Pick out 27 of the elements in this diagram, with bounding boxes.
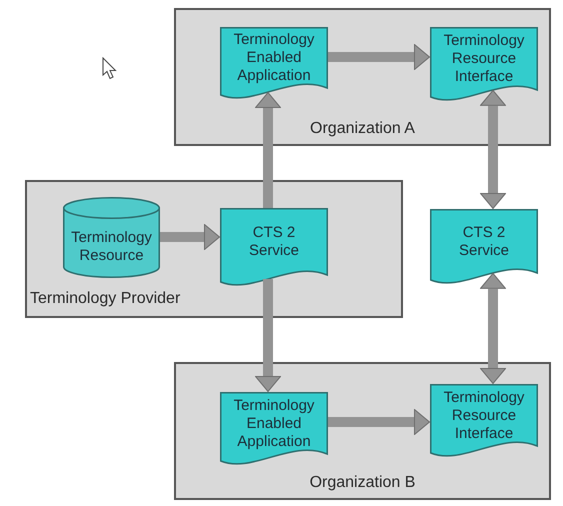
group-panel xyxy=(174,362,551,500)
group-label: Organization B xyxy=(310,473,416,493)
node-label: Terminology Enabled Application xyxy=(232,31,316,85)
block-arrow xyxy=(328,409,430,435)
block-arrow xyxy=(255,92,281,208)
node-label: CTS 2 Service xyxy=(248,224,300,260)
block-arrow xyxy=(480,90,506,209)
node-label: CTS 2 Service xyxy=(458,224,510,260)
block-arrow xyxy=(255,279,281,392)
node-label: Terminology Resource xyxy=(70,228,153,264)
database-cylinder xyxy=(63,197,160,278)
document-shape xyxy=(220,208,328,288)
group-panel xyxy=(25,180,403,318)
group-label: Terminology Provider xyxy=(30,289,180,309)
document-shape xyxy=(430,27,538,103)
block-arrow xyxy=(160,224,220,250)
block-arrow xyxy=(328,44,430,70)
node-label: Terminology Resource Interface xyxy=(442,32,526,86)
group-label: Organization A xyxy=(310,119,415,139)
node-label: Terminology Enabled Application xyxy=(232,396,316,450)
document-shape xyxy=(430,384,538,459)
block-arrow xyxy=(480,272,506,384)
node-label: Terminology Resource Interface xyxy=(442,388,526,442)
document-shape xyxy=(430,209,538,286)
group-panel xyxy=(174,8,551,146)
document-shape xyxy=(220,27,328,101)
document-shape xyxy=(220,392,328,467)
